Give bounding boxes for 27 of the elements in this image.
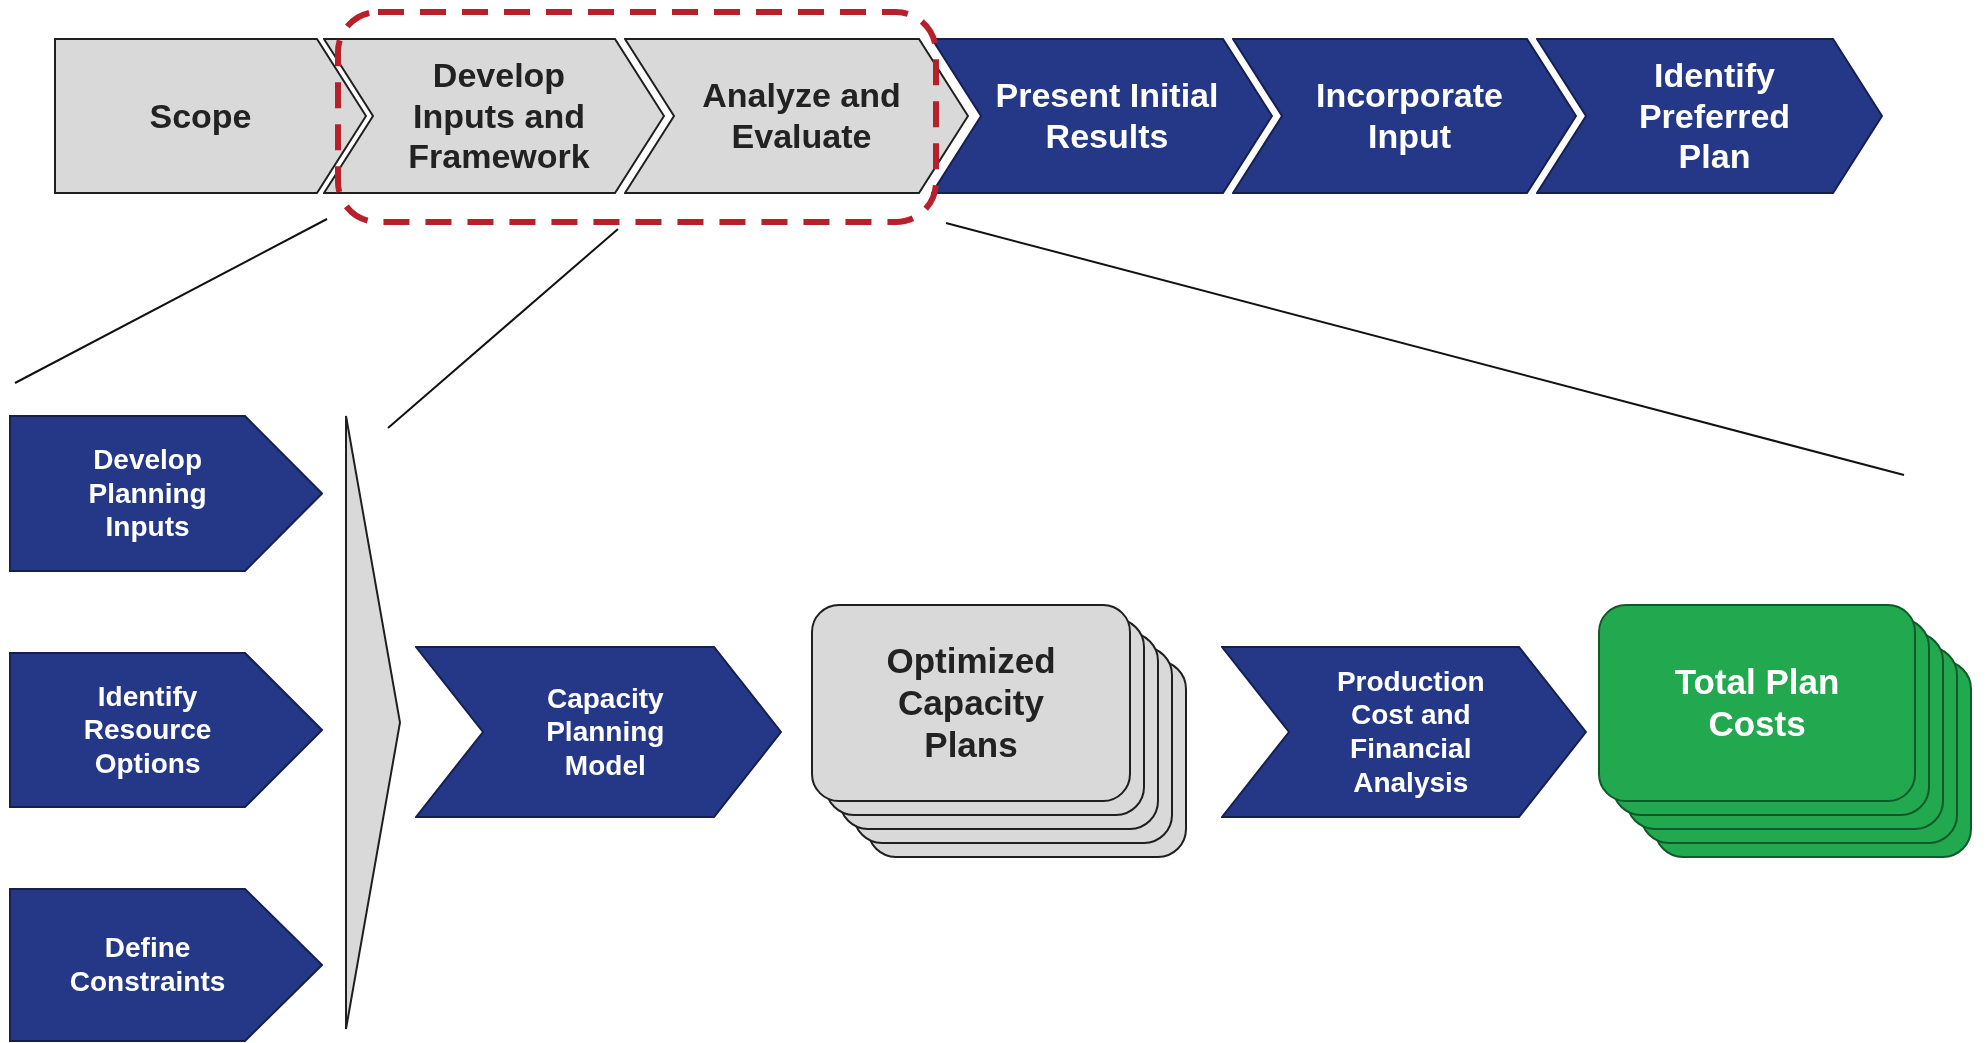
chevron-step — [1221, 646, 1587, 818]
merge-triangle — [345, 415, 401, 1030]
chevron-step — [415, 646, 782, 818]
step-label: Identify Preferred Plan — [1637, 54, 1792, 178]
chevron-step — [1232, 38, 1577, 194]
step-label: Identify Resource Options — [82, 679, 213, 781]
step-label: Scope — [149, 95, 252, 137]
step-label: Define Constraints — [68, 931, 227, 999]
step-label: Develop Planning Inputs — [87, 443, 208, 544]
plan-card — [1598, 604, 1916, 802]
chevron-step — [9, 415, 323, 572]
step-label: Incorporate Input — [1314, 75, 1504, 157]
step-label: Production Cost and Financial Analysis — [1335, 664, 1486, 800]
chevron-step — [1536, 38, 1883, 194]
step-label: Present Initial Results — [994, 75, 1220, 157]
chevron-step — [931, 38, 1273, 194]
step-label: Total Plan Costs — [1673, 661, 1841, 745]
chevron-step — [323, 38, 665, 194]
chevron-step — [9, 888, 323, 1042]
step-label: Analyze and Evaluate — [701, 75, 902, 157]
step-label: Capacity Planning Model — [545, 681, 666, 783]
step-label: Optimized Capacity Plans — [885, 640, 1057, 766]
plan-card — [811, 604, 1131, 802]
chevron-step — [624, 38, 969, 194]
step-label: Develop Inputs and Framework — [407, 54, 591, 178]
chevron-step — [9, 652, 323, 808]
chevron-step — [54, 38, 367, 194]
